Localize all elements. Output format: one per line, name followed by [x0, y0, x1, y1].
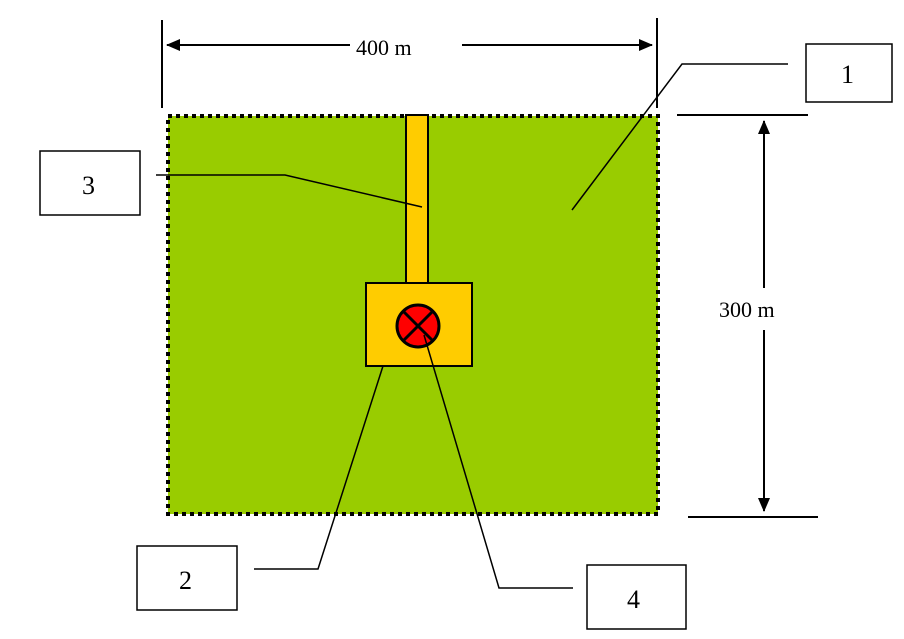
callout-1-leader	[571, 63, 788, 211]
callout-1-box	[805, 43, 893, 103]
callout-4-label: 4	[627, 585, 640, 614]
callout-2-label: 2	[179, 566, 192, 595]
callout-4-leader	[423, 334, 573, 589]
callout-1-label: 1	[841, 60, 854, 89]
callout-3-leader	[156, 174, 423, 208]
callout-3-label: 3	[82, 171, 95, 200]
height-label: 300 m	[719, 297, 775, 322]
callout-2-leader	[254, 365, 384, 570]
width-label: 400 m	[356, 35, 412, 60]
callout-2-box	[136, 545, 238, 611]
callout-4-box	[586, 564, 687, 630]
x-circle-icon	[395, 303, 441, 349]
access-strip	[405, 114, 429, 284]
callout-3-box	[39, 150, 141, 216]
